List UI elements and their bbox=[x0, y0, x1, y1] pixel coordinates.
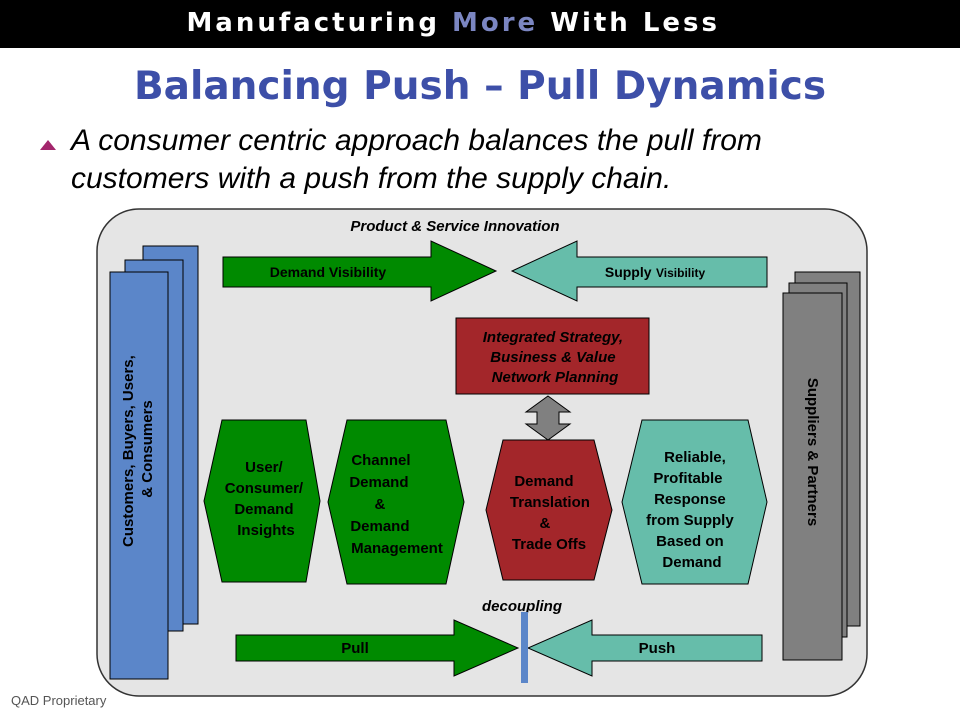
hexagon-demand-translation-label: Demand Translation & Trade Offs bbox=[510, 473, 594, 553]
banner-accent-word: More bbox=[452, 8, 539, 38]
hexagon-reliable-response bbox=[621, 419, 768, 585]
banner-word-2: With Less bbox=[550, 8, 720, 38]
hex1-line-4: Insights bbox=[237, 522, 295, 539]
hex2-line-5: Management bbox=[351, 540, 443, 557]
push-arrow bbox=[526, 619, 763, 677]
decoupling-bar bbox=[521, 612, 528, 683]
supply-visibility-arrow bbox=[510, 240, 768, 302]
hex4-line-2: Profitable bbox=[653, 470, 722, 487]
pull-arrow bbox=[235, 619, 520, 677]
hex1-line-1: User/ bbox=[245, 459, 283, 476]
bullet-text: A consumer centric approach balances the… bbox=[71, 124, 762, 195]
integrated-line-2: Business & Value bbox=[490, 349, 615, 366]
hex1-line-3: Demand bbox=[234, 501, 293, 518]
hexagon-channel-demand-label: Channel Demand & Demand Management bbox=[349, 452, 443, 557]
integrated-line-3: Network Planning bbox=[492, 369, 619, 386]
hex4-line-1: Reliable, bbox=[664, 449, 726, 466]
supply-visibility-label: Supply Visibility bbox=[605, 264, 706, 281]
hexagon-reliable-response-label: Reliable, Profitable Response from Suppl… bbox=[646, 449, 738, 571]
left-stack-line-2: & Consumers bbox=[139, 400, 156, 498]
title-banner: Manufacturing More With Less bbox=[0, 0, 960, 48]
hex2-line-4: Demand bbox=[350, 518, 409, 535]
hexagon-channel-demand bbox=[327, 419, 465, 585]
hex3-line-1: Demand bbox=[514, 473, 573, 490]
demand-visibility-label: Demand Visibility bbox=[270, 264, 387, 280]
supply-visibility-small: Visibility bbox=[656, 266, 705, 280]
top-label: Product & Service Innovation bbox=[350, 218, 559, 235]
hex2-line-2: Demand bbox=[349, 474, 408, 491]
hexagon-user-insights bbox=[203, 419, 321, 583]
hexagon-user-insights-label: User/ Consumer/ Demand Insights bbox=[225, 459, 308, 539]
hex4-line-5: Based on bbox=[656, 533, 724, 550]
hex2-line-3: & bbox=[374, 496, 385, 513]
hex3-line-4: Trade Offs bbox=[512, 536, 586, 553]
hexagon-demand-translation bbox=[485, 439, 613, 581]
integrated-line-1: Integrated Strategy, bbox=[483, 329, 623, 346]
pull-label: Pull bbox=[341, 640, 369, 657]
hex3-line-3: & bbox=[539, 515, 550, 532]
integrated-strategy-box bbox=[455, 317, 650, 395]
hex1-line-2: Consumer/ bbox=[225, 480, 304, 497]
hex4-line-6: Demand bbox=[662, 554, 721, 571]
push-label: Push bbox=[639, 640, 676, 657]
page-title: Balancing Push – Pull Dynamics bbox=[133, 64, 827, 109]
right-stack-front bbox=[782, 292, 843, 661]
banner-text: Manufacturing More With Less bbox=[186, 8, 720, 38]
footer-text: QAD Proprietary bbox=[11, 693, 107, 708]
demand-visibility-arrow bbox=[222, 240, 498, 302]
left-stack-line-1: Customers, Buyers, Users, bbox=[120, 355, 137, 547]
integrated-strategy-label: Integrated Strategy, Business & Value Ne… bbox=[483, 329, 627, 386]
right-stack-label: Suppliers & Partners bbox=[804, 378, 821, 526]
left-stack-front bbox=[109, 271, 169, 680]
banner-word-1: Manufacturing bbox=[186, 8, 440, 38]
hex4-line-4: from Supply bbox=[646, 512, 734, 529]
supply-visibility-main: Supply bbox=[605, 264, 652, 280]
decoupling-label: decoupling bbox=[482, 598, 562, 615]
hex4-line-3: Response bbox=[654, 491, 726, 508]
hex3-line-2: Translation bbox=[510, 494, 590, 511]
left-stack-label: Customers, Buyers, Users, & Consumers bbox=[120, 351, 156, 547]
bullet-triangle-icon bbox=[40, 140, 56, 150]
hex2-line-1: Channel bbox=[351, 452, 410, 469]
